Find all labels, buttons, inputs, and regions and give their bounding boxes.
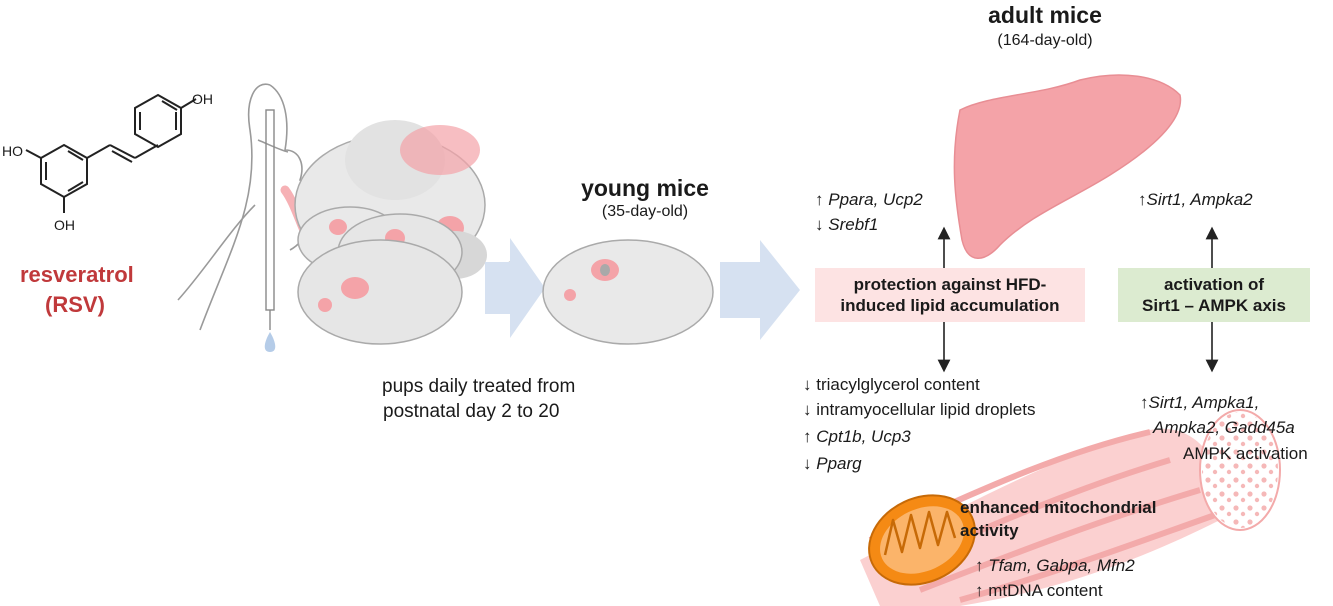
liver-sirt-genes: ↑Sirt1, Ampka2: [1138, 190, 1253, 210]
young-mouse-illustration: [542, 239, 714, 345]
pipette: [265, 109, 275, 311]
mice-group-illustration: [294, 120, 512, 345]
mito-genes-text: Tfam, Gabpa, Mfn2: [988, 556, 1135, 575]
muscle-effect-2: ↓ intramyocellular lipid droplets: [803, 400, 1035, 420]
effect-text: intramyocellular lipid droplets: [816, 400, 1036, 419]
activation-box-line-1: activation of: [1163, 274, 1265, 294]
muscle-sirt-line-1-text: Sirt1, Ampka1,: [1148, 393, 1260, 412]
mtdna-content: ↑ mtDNA content: [975, 581, 1103, 601]
effect-text: triacylglycerol content: [816, 375, 980, 394]
effect-arrow: ↑: [803, 427, 812, 446]
young-mice-title: young mice: [581, 175, 709, 201]
effect-text: Cpt1b, Ucp3: [816, 427, 911, 446]
liver-genes-up-text: Ppara, Ucp2: [828, 190, 923, 209]
progression-arrow-2: [720, 240, 800, 340]
protection-box: protection against HFD- induced lipid ac…: [815, 268, 1085, 322]
protection-box-line-2: induced lipid accumulation: [840, 296, 1060, 315]
muscle-effect-4: ↓ Pparg: [803, 454, 862, 474]
young-mice-age: (35-day-old): [601, 203, 689, 220]
treatment-line-1: pups daily treated from: [382, 376, 576, 397]
muscle-effect-3: ↑ Cpt1b, Ucp3: [803, 427, 911, 447]
up-arrow-symbol: ↑: [1138, 190, 1147, 209]
protection-box-line-1: protection against HFD-: [853, 274, 1047, 294]
liver-genes-up: ↑ Ppara, Ucp2: [815, 190, 923, 210]
liver-illustration: [953, 74, 1182, 259]
muscle-sirt-line-2: Ampka2, Gadd45a: [1153, 418, 1295, 437]
activation-box-line-2: Sirt1 – AMPK axis: [1142, 296, 1286, 315]
mtdna-content-text: mtDNA content: [988, 581, 1103, 600]
ampk-activation: AMPK activation: [1183, 444, 1308, 463]
liver-sirt-genes-text: Sirt1, Ampka2: [1146, 190, 1253, 209]
adult-mice-age: (164-day-old): [997, 32, 1093, 49]
up-arrow-symbol: ↑: [815, 190, 824, 209]
activation-box: activation of Sirt1 – AMPK axis: [1118, 268, 1310, 322]
adult-mice-title: adult mice: [988, 2, 1102, 28]
effect-arrow: ↓: [803, 400, 812, 419]
up-arrow-symbol: ↑: [975, 556, 984, 575]
mito-genes: ↑ Tfam, Gabpa, Mfn2: [975, 556, 1135, 576]
effect-text: Pparg: [816, 454, 862, 473]
muscle-sirt-line-1: ↑Sirt1, Ampka1,: [1140, 393, 1259, 413]
liver-genes-down: ↓ Srebf1: [815, 215, 878, 235]
effect-arrow: ↓: [803, 454, 812, 473]
hydroxyl-label-left: HO: [2, 143, 23, 159]
liver-genes-down-text: Srebf1: [828, 215, 879, 234]
mito-title-line-1: enhanced mitochondrial: [960, 498, 1157, 517]
down-arrow-symbol: ↓: [815, 215, 824, 234]
treatment-line-2: postnatal day 2 to 20: [383, 401, 560, 422]
effect-arrow: ↓: [803, 375, 812, 394]
dropper-hand-drawing: [177, 83, 309, 331]
resveratrol-structure: [25, 93, 197, 213]
mitochondrion-icon: [868, 494, 976, 586]
progression-arrow-1: [485, 238, 545, 338]
drop-icon: [264, 332, 276, 352]
muscle-effect-1: ↓ triacylglycerol content: [803, 375, 980, 395]
up-arrow-symbol: ↑: [1140, 393, 1149, 412]
resveratrol-name: resveratrol: [20, 262, 134, 287]
mito-title-line-2: activity: [960, 521, 1019, 540]
hydroxyl-label-bottom: OH: [54, 217, 75, 233]
hydroxyl-label-top: OH: [192, 91, 213, 107]
resveratrol-abbrev: (RSV): [45, 292, 105, 317]
up-arrow-symbol: ↑: [975, 581, 984, 600]
